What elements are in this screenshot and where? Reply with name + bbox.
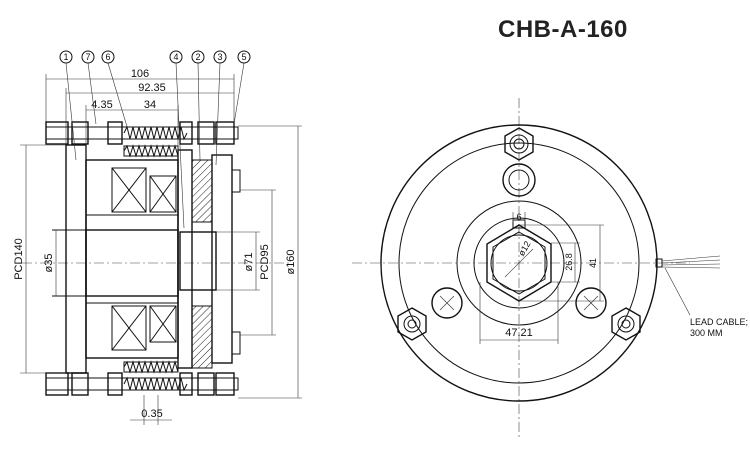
bore-circle [473,217,565,309]
front-dimensions: 6 ø12 26.8 41 47.21 [479,212,604,344]
svg-text:2: 2 [195,52,200,62]
svg-text:3: 3 [217,52,222,62]
dim-34: 34 [144,99,156,111]
dim-pcd95: PCD95 [259,244,271,279]
side-view: 1 7 6 4 2 3 5 106 [13,50,302,425]
dim-6: 6 [516,212,521,222]
dim-106: 106 [131,68,149,80]
friction-disc-bottom [191,305,213,369]
left-plate [65,144,87,374]
armature-plate [177,149,193,369]
bottom-right-bolt [611,307,641,341]
dim-41: 41 [588,258,598,268]
part-callouts: 1 7 6 4 2 3 5 [59,50,251,229]
coil-windings [111,167,177,351]
dim-bore-35: ø35 [43,254,55,273]
bottom-left-bolt [397,307,427,341]
svg-text:1: 1 [63,52,68,62]
lead-cable-length: 300 MM [690,328,723,338]
left-hole [431,287,463,319]
hub-circle [456,200,582,326]
dim-160: ø160 [285,249,297,274]
coil-housing [85,159,179,359]
dim-71: ø71 [243,253,255,272]
lead-cable: LEAD CABLE; 300 MM [655,255,748,338]
svg-text:4: 4 [173,52,178,62]
dim-92-35: 92.35 [138,82,166,94]
outer-rim [380,124,658,402]
drawing-title: CHB-A-160 [498,16,628,43]
dim-pcd140: PCD140 [13,238,25,280]
friction-disc-top [191,159,213,223]
top-bolt [504,127,534,161]
dim-4-35: 4.35 [91,99,112,111]
right-hole [575,287,607,319]
inner-rim [398,142,640,384]
lead-cable-label: LEAD CABLE; [690,317,748,327]
dim-26-8: 26.8 [564,253,574,271]
dim-47-21: 47.21 [505,327,533,339]
upper-hole [502,163,536,197]
right-flange [211,154,233,364]
svg-text:5: 5 [241,52,246,62]
svg-text:6: 6 [105,52,110,62]
dim-0-35: 0.35 [141,408,162,420]
front-view: 6 ø12 26.8 41 47.21 LEAD CABLE; 300 MM [352,98,748,438]
svg-text:7: 7 [85,52,90,62]
dim-12: ø12 [516,239,532,257]
top-dimensions: 106 92.35 4.35 34 [45,68,235,160]
